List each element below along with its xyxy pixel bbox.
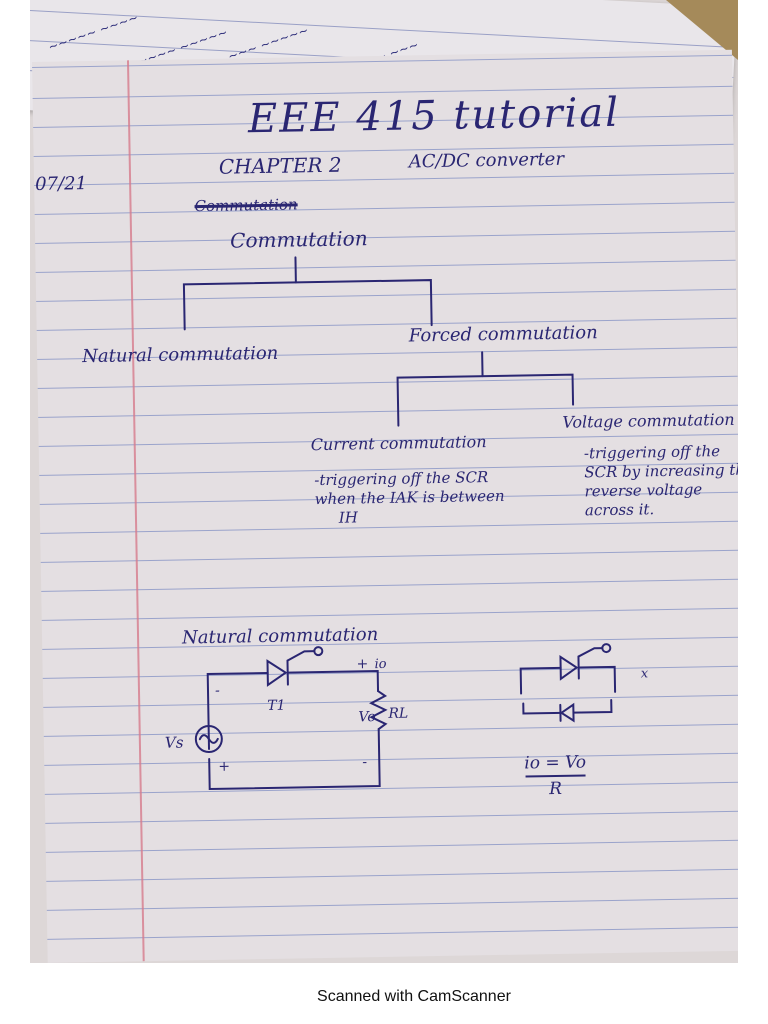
minus-bottom: - [362, 754, 367, 770]
tree-diagram [182, 256, 575, 427]
gate-terminal [313, 646, 324, 657]
minus-left: - [215, 683, 220, 699]
ac-source [194, 725, 223, 754]
rl-label: RL [387, 706, 408, 722]
t1-label: T1 [267, 698, 286, 714]
x-mark: x [641, 666, 649, 681]
formula-numerator: io = Vo [524, 752, 587, 774]
load-resistor [369, 690, 388, 731]
switch-gate [577, 647, 604, 658]
natural-commutation-circuit: Vs T1 + io Vo RL - + - x [165, 643, 649, 791]
plus-bottom: + [218, 759, 230, 775]
wire-right-top [286, 670, 380, 693]
tree-branch-top [182, 279, 433, 331]
wire-left-top [206, 671, 269, 751]
fraction-line [525, 774, 586, 778]
ac-switch-left [519, 666, 562, 695]
camscanner-watermark: Scanned with CamScanner [317, 988, 511, 1005]
thyristor-triangle [266, 659, 288, 687]
switch-thyristor [559, 654, 579, 681]
anti-parallel-right [572, 698, 613, 714]
notebook-page: EEE 415 tutorial 07/21 CHAPTER 2 AC/DC c… [32, 49, 738, 963]
vo-label: Vo [358, 709, 376, 725]
gate-lead [286, 650, 316, 662]
vs-label: Vs [165, 733, 184, 751]
io-label: io [374, 657, 386, 672]
scanned-photo: ~~~~~ ~~~~ ~~~~ ~~~~~ ~~~ ~~~~~ ~~~~ ~~~… [30, 0, 738, 963]
formula-denominator: R [549, 778, 563, 800]
plus-top: + [356, 656, 368, 672]
anti-parallel-left [522, 702, 563, 715]
ac-wave [198, 734, 219, 744]
io-formula: io = Vo R [524, 752, 586, 799]
switch-gate-terminal [601, 643, 612, 654]
wire-bottom [208, 728, 381, 791]
ac-switch-right [577, 665, 617, 693]
diode-triangle [559, 702, 575, 723]
tree-branch-forced [396, 373, 575, 427]
